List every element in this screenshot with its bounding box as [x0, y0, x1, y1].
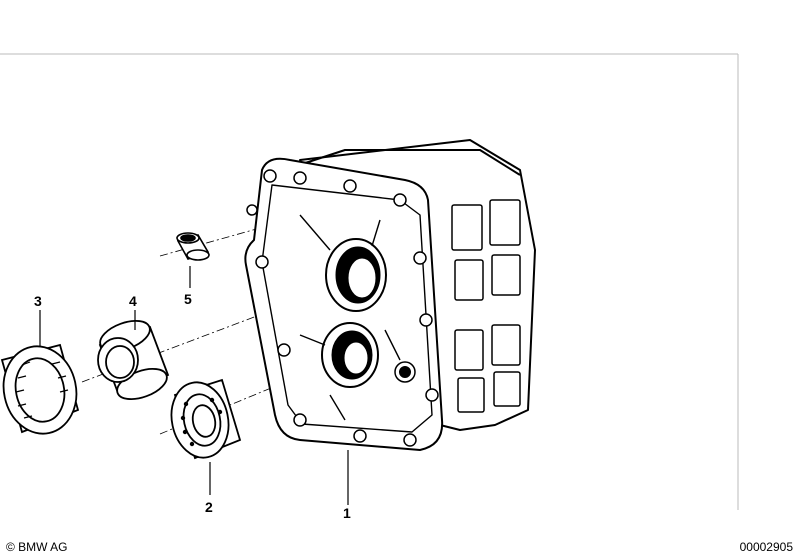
roller-bearing-part-3	[0, 343, 80, 435]
callout-4: 4	[129, 293, 137, 309]
transmission-housing	[244, 139, 536, 451]
bearing-ring-part-4	[97, 319, 170, 401]
copyright-text: © BMW AG	[6, 540, 68, 554]
bushing-part-5	[176, 232, 210, 261]
callout-5: 5	[184, 291, 192, 307]
callout-2: 2	[205, 499, 213, 515]
ball-bearing-part-2	[170, 378, 242, 460]
document-number: 00002905	[739, 540, 793, 554]
leader-lines	[39, 266, 349, 505]
callout-1: 1	[343, 505, 351, 521]
callout-3: 3	[34, 293, 42, 309]
